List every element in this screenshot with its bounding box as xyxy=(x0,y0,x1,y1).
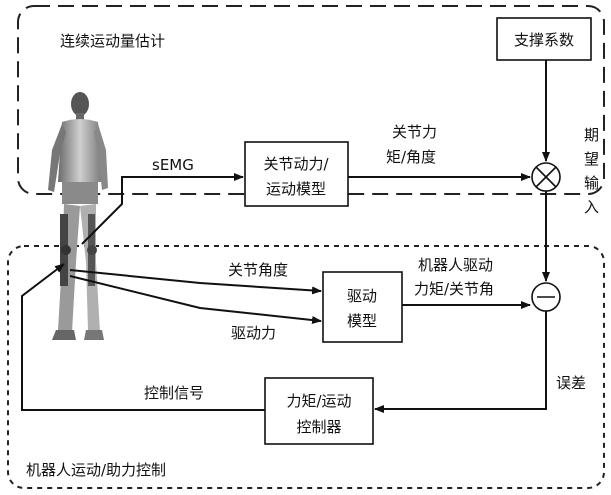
control-signal-arrow xyxy=(21,263,265,411)
joint-angle-arrow xyxy=(69,269,322,295)
estimation-region-title: 连续运动量估计 xyxy=(60,32,165,50)
joint-model-label-2: 运动模型 xyxy=(266,180,326,198)
controller-block xyxy=(264,377,374,445)
expected-input-char-4: 入 xyxy=(584,198,599,216)
drive-model-label-1: 驱动 xyxy=(347,287,377,305)
support-coeff-label: 支撑系数 xyxy=(514,31,574,49)
expected-input-char-1: 期 xyxy=(584,126,599,144)
semg-arrow xyxy=(81,173,244,245)
expected-input-char-2: 望 xyxy=(584,150,599,168)
control-signal-label: 控制信号 xyxy=(144,384,204,402)
controller-label-1: 力矩/运动 xyxy=(286,392,351,410)
robot-drive-label-1: 机器人驱动 xyxy=(418,256,493,274)
drive-force-arrow xyxy=(69,275,322,325)
semg-label: sEMG xyxy=(152,156,194,174)
joint-torque-label-2: 矩/角度 xyxy=(386,148,436,166)
control-region-frame xyxy=(7,245,605,489)
error-label: 误差 xyxy=(556,374,586,392)
joint-angle-label: 关节角度 xyxy=(228,261,288,279)
support-coeff-block xyxy=(496,17,592,61)
control-region-title: 机器人运动/助力控制 xyxy=(26,461,166,479)
robot-drive-label-2: 力矩/关节角 xyxy=(414,280,494,298)
human-exoskeleton-figure xyxy=(48,92,108,340)
joint-model-block xyxy=(244,141,349,207)
error-arrow xyxy=(374,311,547,413)
joint-model-label-1: 关节动力/ xyxy=(263,155,329,173)
summing-junction xyxy=(531,282,561,312)
drive-model-label-2: 模型 xyxy=(347,312,377,330)
expected-input-char-3: 输 xyxy=(584,174,599,192)
controller-label-2: 控制器 xyxy=(296,418,341,436)
joint-torque-label-1: 关节力 xyxy=(392,123,437,141)
multiplier-junction xyxy=(531,162,561,192)
drive-model-block xyxy=(322,271,403,343)
drive-force-label: 驱动力 xyxy=(231,324,276,342)
